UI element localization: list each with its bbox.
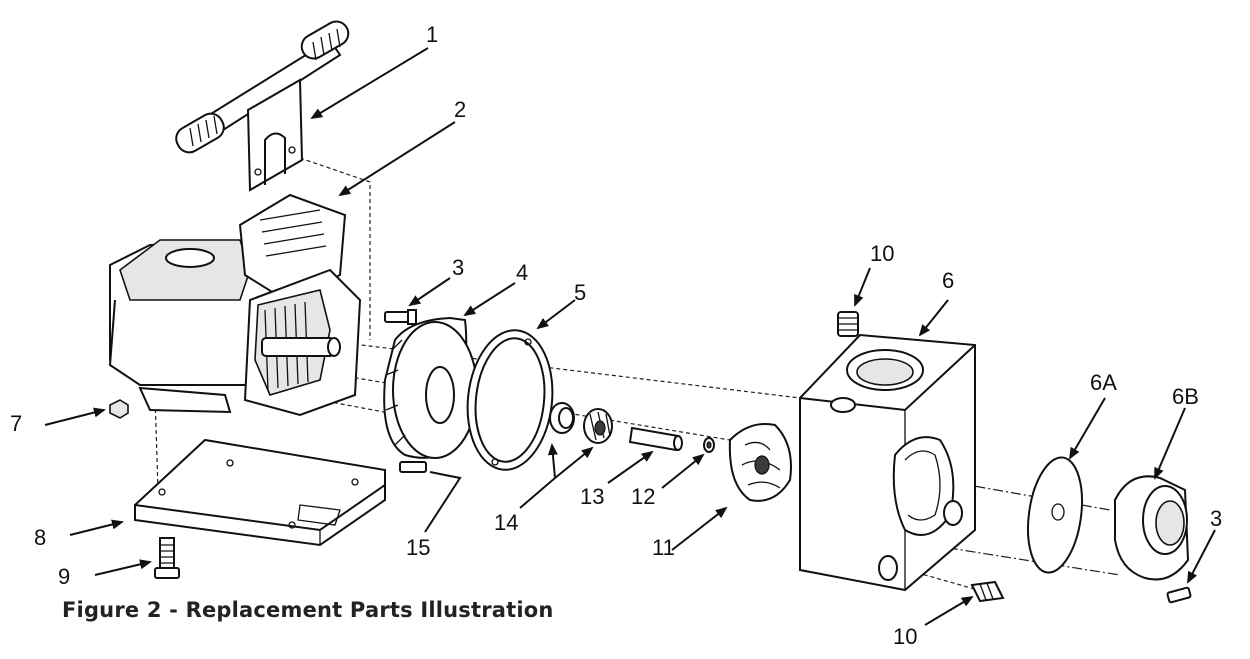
part-screw-right — [1166, 586, 1192, 604]
part-sleeve — [628, 426, 683, 452]
part-adapter — [383, 316, 478, 459]
part-base-plate — [134, 438, 386, 547]
callout-2: 2 — [454, 97, 467, 122]
part-flange-gasket — [1027, 456, 1083, 574]
callout-8: 8 — [34, 525, 47, 550]
callout-12: 12 — [631, 484, 656, 509]
callout-15: 15 — [406, 535, 431, 560]
part-engine — [108, 193, 362, 417]
callout-3: 3 — [452, 255, 465, 280]
callout-6a: 6A — [1090, 370, 1117, 395]
callout-6b: 6B — [1172, 384, 1199, 409]
callout-3-right: 3 — [1210, 506, 1223, 531]
part-handle — [175, 20, 350, 192]
part-pump-housing — [799, 333, 976, 592]
callout-11: 11 — [652, 535, 675, 560]
part-bolt — [154, 537, 180, 579]
part-plug-top — [837, 311, 859, 337]
part-impeller — [728, 423, 792, 502]
part-screw-left — [384, 309, 417, 325]
part-gasket — [466, 329, 554, 471]
callout-14: 14 — [494, 510, 519, 535]
part-nut — [109, 399, 129, 419]
callout-5: 5 — [574, 280, 587, 305]
callout-10-top: 10 — [870, 241, 895, 266]
figure-caption: Figure 2 - Replacement Parts Illustratio… — [62, 598, 554, 622]
callout-13: 13 — [580, 484, 605, 509]
leader-arrows — [44, 47, 1216, 626]
callout-6: 6 — [942, 268, 955, 293]
callout-9: 9 — [58, 564, 71, 589]
callout-10-bottom: 10 — [893, 624, 918, 649]
callout-4: 4 — [516, 260, 529, 285]
part-washer — [703, 437, 715, 453]
part-seals — [549, 402, 613, 444]
part-plug-bottom — [970, 580, 1005, 603]
part-flange — [1114, 475, 1190, 581]
part-screw-bottom — [399, 461, 427, 473]
callout-1: 1 — [426, 22, 439, 47]
callout-7: 7 — [10, 411, 23, 436]
